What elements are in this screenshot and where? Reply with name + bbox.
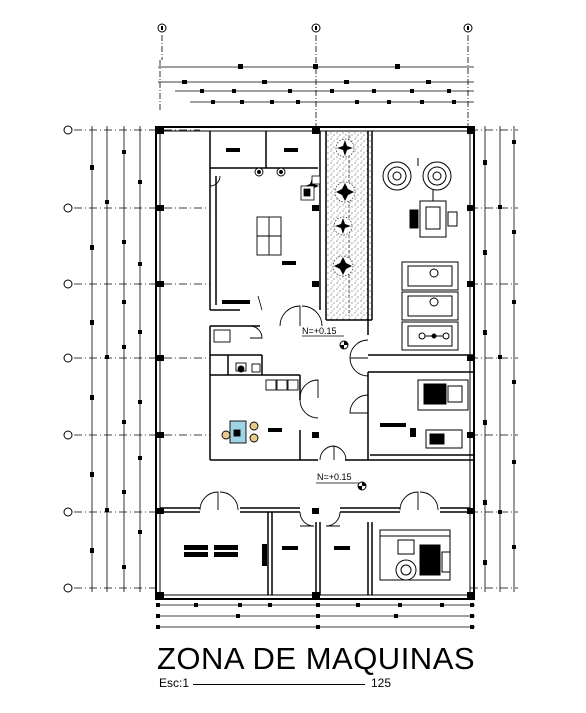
level-label-lower: N=+0.15: [317, 472, 352, 482]
scale-prefix: Esc:1: [159, 676, 190, 690]
bench-seats: [265, 379, 299, 391]
left-dimension-lines: [91, 126, 141, 592]
washbasin-pair: [254, 167, 286, 177]
left-axis-bubbles: [63, 125, 73, 593]
generator-machinery: [379, 529, 451, 581]
outer-walls: [155, 126, 475, 600]
top-dimension-ticks: [182, 64, 456, 104]
top-dimension-lines: [158, 35, 474, 128]
bottom-dimension-ticks: [156, 603, 474, 629]
structural-columns: [157, 127, 474, 599]
scale-rule: [193, 684, 365, 685]
bottom-dimension-lines: [156, 604, 475, 628]
meeting-table: [221, 420, 259, 444]
tank-pair: [382, 158, 452, 191]
scale-value: 125: [371, 676, 392, 690]
level-label-upper: N=+0.15: [302, 326, 337, 336]
small-equipment: [257, 175, 321, 311]
level-marker-upper: N=+0.15: [302, 326, 349, 350]
workbenches: [184, 544, 267, 566]
desk-workstation: [417, 379, 469, 449]
level-marker-lower: N=+0.15: [316, 472, 367, 491]
left-dimension-ticks: [90, 150, 142, 569]
tree-symbols: [305, 138, 356, 277]
table-symbol: [256, 216, 282, 256]
pump-unit: [409, 190, 458, 238]
drawing-title: ZONA DE MAQUINAS: [157, 641, 476, 676]
horizontal-grid-lines: [74, 129, 518, 589]
right-dimension-ticks: [483, 140, 516, 565]
room-tags: [222, 148, 416, 550]
equipment-bays: [401, 261, 459, 351]
door-swings: [199, 175, 439, 527]
toilet-fixtures: [213, 329, 261, 373]
